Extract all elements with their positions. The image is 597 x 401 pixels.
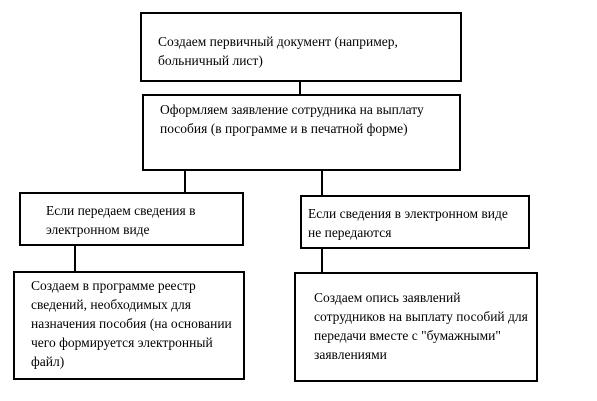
create-document-text: Создаем первичный документ (например, бо…: [158, 34, 398, 68]
create-document-box: Создаем первичный документ (например, бо…: [140, 12, 462, 82]
employee-application-text: Оформляем заявление сотрудника на выплат…: [160, 102, 424, 136]
connector-line: [321, 249, 323, 272]
employee-application-box: Оформляем заявление сотрудника на выплат…: [142, 94, 461, 171]
registry-box: Создаем в программе реестр сведений, нео…: [13, 271, 245, 380]
non-electronic-branch-text: Если сведения в электронном виде не пере…: [308, 206, 508, 240]
electronic-branch-box: Если передаем сведения в электронном вид…: [19, 192, 244, 246]
connector-line: [299, 82, 301, 94]
connector-line: [321, 171, 323, 195]
connector-line: [184, 171, 186, 192]
inventory-box: Создаем опись заявлений сотрудников на в…: [294, 272, 538, 382]
non-electronic-branch-box: Если сведения в электронном виде не пере…: [300, 195, 530, 249]
registry-text: Создаем в программе реестр сведений, нео…: [31, 278, 232, 369]
connector-line: [74, 246, 76, 271]
electronic-branch-text: Если передаем сведения в электронном вид…: [46, 203, 196, 237]
inventory-text: Создаем опись заявлений сотрудников на в…: [314, 290, 528, 362]
